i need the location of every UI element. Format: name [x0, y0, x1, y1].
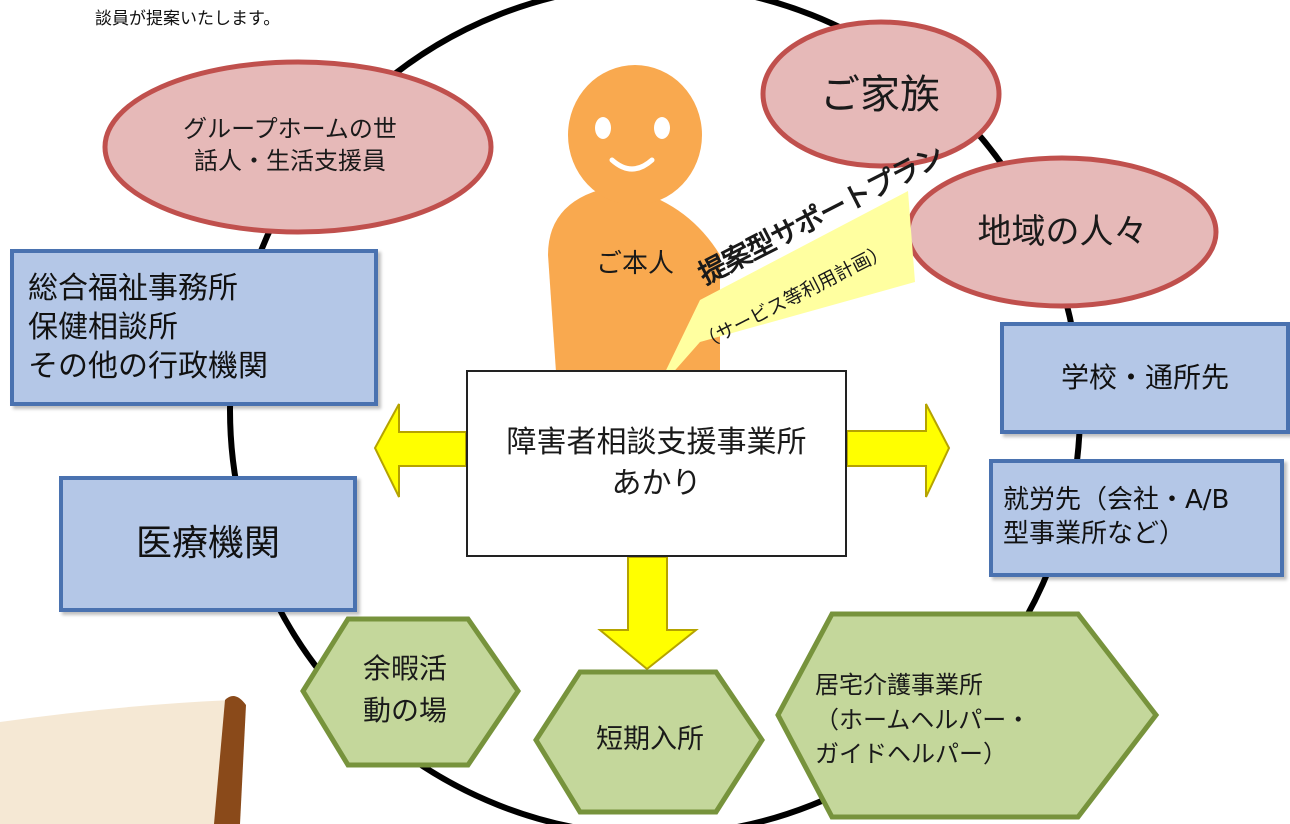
community-label: 地域の人々: [977, 211, 1148, 252]
plan-note-shape: [655, 191, 915, 393]
leisure-line2: 動の場: [362, 694, 447, 727]
family-ellipse: [760, 19, 1002, 169]
header-text: 談員が提案いたします。: [95, 9, 281, 29]
school-label: 学校・通所先: [1060, 360, 1229, 394]
leisure-label: 余暇活 動の場: [330, 630, 480, 750]
arrow-left: [373, 403, 467, 498]
center-office-line1: 障害者相談支援事業所: [506, 425, 807, 460]
leisure-line1: 余暇活: [362, 652, 447, 685]
medical-box: 医療機関: [59, 476, 357, 612]
group-home-line2: 話人・生活支援員: [194, 147, 386, 175]
home-care-line1: 居宅介護事業所: [815, 670, 983, 699]
arrow-right: [846, 403, 951, 498]
welfare-line1: 総合福祉事務所: [28, 271, 238, 306]
welfare-line3: その他の行政機関: [28, 349, 268, 384]
group-home-label: グループホームの世 話人・生活支援員: [160, 100, 420, 190]
decorative-brush-image: [0, 696, 246, 824]
group-home-ellipse: [102, 59, 494, 235]
home-care-label: 居宅介護事業所 （ホームヘルパー・ ガイドヘルパー）: [815, 650, 1075, 790]
welfare-office-box: 総合福祉事務所 保健相談所 その他の行政機関: [10, 249, 378, 406]
leisure-hexagon: [300, 616, 522, 768]
home-care-hexagon: [775, 611, 1160, 820]
center-office-box: 障害者相談支援事業所 あかり: [466, 370, 847, 557]
person-label: ご本人: [595, 249, 674, 280]
short-stay-label: 短期入所: [596, 723, 704, 755]
school-box: 学校・通所先: [1000, 322, 1290, 434]
employment-line2: 型事業所など）: [1003, 519, 1186, 549]
arrow-down: [597, 556, 699, 671]
employment-line1: 就労先（会社・A/B: [1003, 485, 1230, 516]
home-care-line3: ガイドヘルパー）: [815, 740, 1007, 769]
person-icon: [548, 65, 720, 372]
employment-box: 就労先（会社・A/B 型事業所など）: [989, 459, 1284, 577]
home-care-line2: （ホームヘルパー・: [815, 705, 1031, 734]
medical-label: 医療機関: [135, 522, 280, 564]
family-label: ご家族: [820, 72, 940, 118]
short-stay-hexagon: [533, 669, 765, 815]
welfare-line2: 保健相談所: [28, 310, 178, 345]
group-home-line1: グループホームの世: [183, 114, 397, 143]
center-office-line2: あかり: [611, 465, 702, 501]
